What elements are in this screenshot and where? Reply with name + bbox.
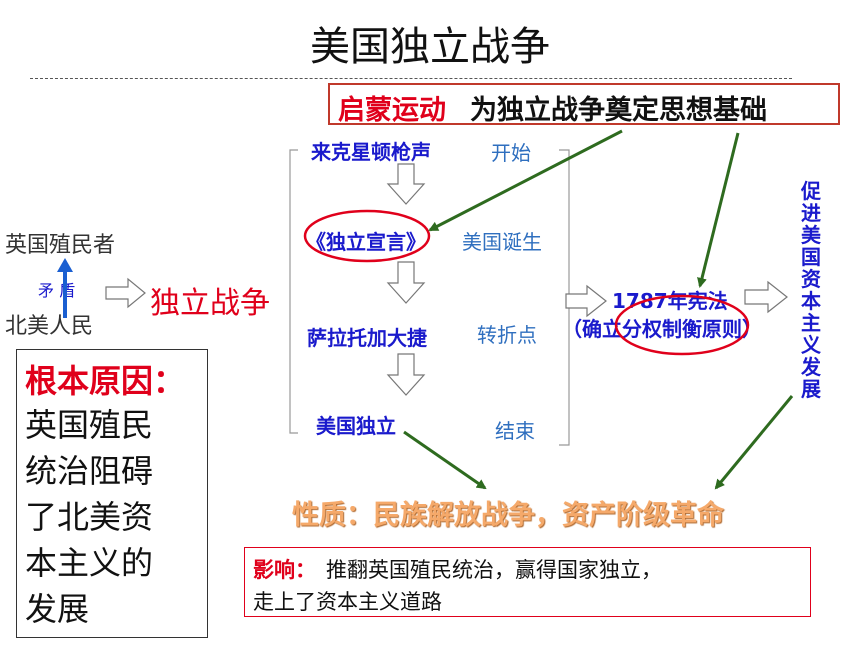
enlightenment-text: 为独立战争奠定思想基础 <box>470 95 767 126</box>
root-cause-line: 本主义的 <box>25 544 154 582</box>
impact-box <box>244 547 811 617</box>
hollow-arrow-to-constitution <box>565 284 607 318</box>
impact-label: 影响： <box>253 558 316 582</box>
root-cause-box <box>16 349 208 638</box>
war-nature: 性质：民族解放战争，资产阶级革命 <box>292 500 724 531</box>
page-title: 美国独立战争 <box>310 24 550 70</box>
stage-end: 结束 <box>495 419 535 443</box>
hollow-arrow-to-war <box>105 277 146 309</box>
event-lexington: 来克星顿枪声 <box>311 140 431 164</box>
checks-balances-highlight-ellipse <box>614 294 750 356</box>
independence-war-label: 独立战争 <box>150 286 270 321</box>
timeline-bracket <box>289 149 570 446</box>
impact-line-1: 推翻英国殖民统治，赢得国家独立， <box>326 558 662 582</box>
root-cause-line: 发展 <box>25 590 90 628</box>
root-cause-line: 英国殖民 <box>25 406 154 444</box>
arrow-enlightenment-to-constitution <box>697 132 740 288</box>
checks-balances-principle: （确立分权制衡原则） <box>562 317 762 341</box>
event-saratoga: 萨拉托加大捷 <box>307 326 427 350</box>
arrow-enlightenment-to-declaration <box>428 129 623 232</box>
down-arrow-1 <box>386 163 426 205</box>
down-arrow-3 <box>386 353 426 396</box>
stage-nation-born: 美国诞生 <box>462 230 542 254</box>
root-cause-line: 统治阻碍 <box>25 452 154 490</box>
declaration-highlight-ellipse <box>303 209 431 263</box>
title-divider <box>30 78 792 79</box>
event-declaration: 《独立宣言》 <box>306 230 426 254</box>
root-cause-title: 根本原因： <box>25 362 186 400</box>
capitalism-development-note: 促进美国资本主义发展 <box>801 179 821 401</box>
impact-line-2: 走上了资本主义道路 <box>253 590 442 614</box>
down-arrow-2 <box>386 261 426 304</box>
event-independence: 美国独立 <box>316 414 396 438</box>
british-colonists-label: 英国殖民者 <box>5 233 116 258</box>
hollow-arrow-to-capitalism <box>744 280 788 314</box>
enlightenment-highlight: 启蒙运动 <box>338 95 446 126</box>
arrow-independence-to-nature <box>403 430 487 490</box>
arrow-capitalism-to-nature <box>714 395 794 490</box>
north-american-people-label: 北美人民 <box>5 314 94 339</box>
enlightenment-box <box>328 83 840 125</box>
stage-turning-point: 转折点 <box>477 323 537 347</box>
conflict-arrow-icon <box>57 258 73 318</box>
stage-start: 开始 <box>491 141 531 165</box>
root-cause-line: 了北美资 <box>25 498 154 536</box>
constitution-1787: 1787年宪法 <box>612 289 728 313</box>
